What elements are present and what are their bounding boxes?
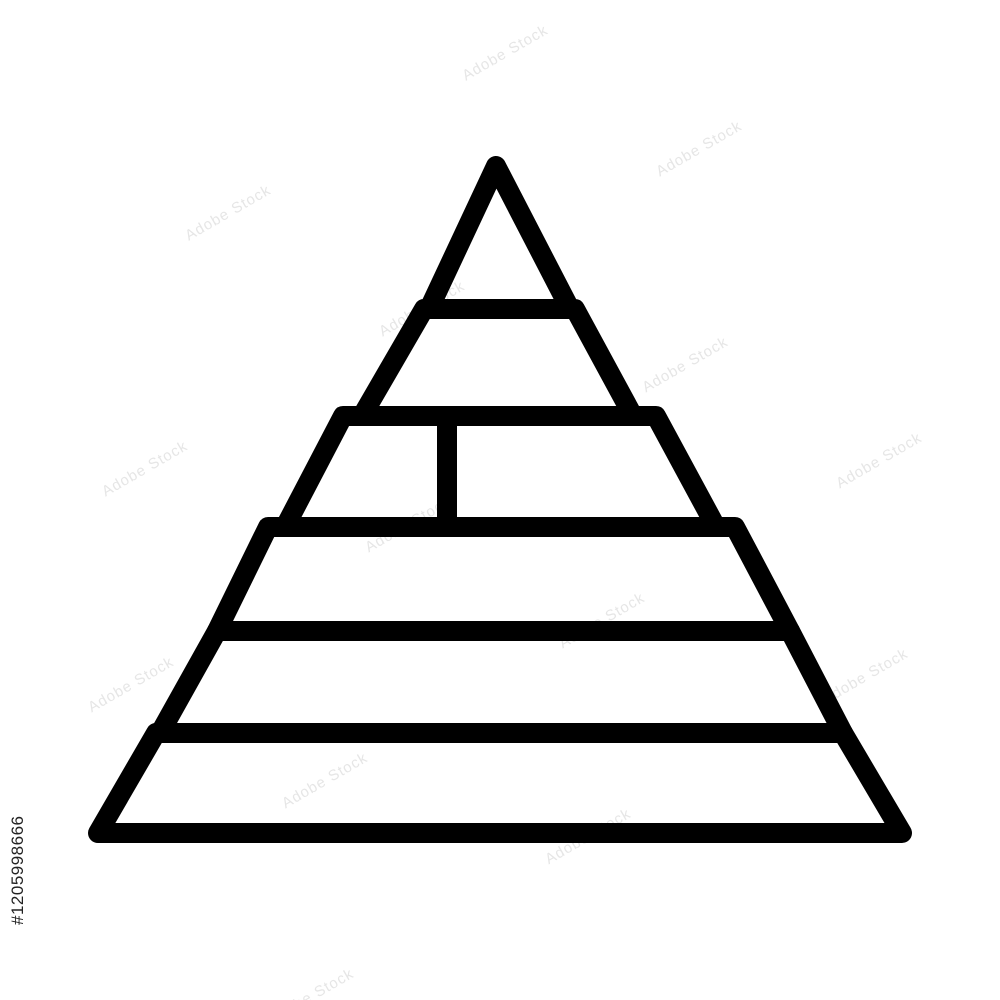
watermark-text: Adobe Stock: [556, 589, 648, 652]
pyramid-icon: [88, 156, 912, 843]
pyramid-tier-3: [275, 406, 726, 537]
watermark-text: Adobe Stock: [279, 749, 371, 812]
pyramid-tier-5: [150, 621, 853, 743]
watermark-text: Adobe Stock: [459, 22, 551, 85]
pyramid-tier-4: [207, 517, 800, 641]
watermark-text: Adobe Stock: [265, 965, 357, 1000]
watermark-text: Adobe Stock: [833, 429, 925, 492]
watermark-text: Adobe Stock: [639, 333, 731, 396]
pyramid-tier-base: [88, 723, 912, 843]
stock-id-label: #1205998666: [8, 815, 27, 925]
watermark-text: Adobe Stock: [182, 182, 274, 245]
watermark-text: Adobe Stock: [85, 653, 177, 716]
watermark-text: Adobe Stock: [99, 438, 191, 501]
watermark-text: Adobe Stock: [653, 118, 745, 181]
